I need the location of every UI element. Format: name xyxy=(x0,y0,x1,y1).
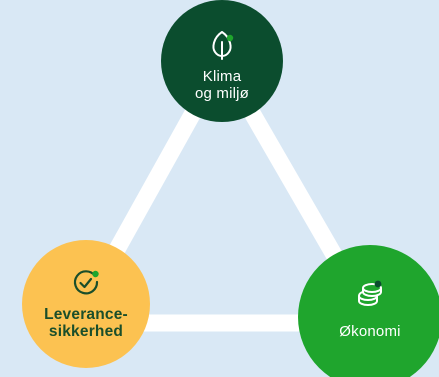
node-economy: Økonomi xyxy=(298,245,439,377)
check-circle-icon xyxy=(73,270,99,295)
node-supply-label-line2: sikkerhed xyxy=(48,323,124,340)
node-climate: Klima og miljø xyxy=(161,0,283,122)
node-supply: Leverance- sikkerhed xyxy=(22,240,150,368)
leaf-icon xyxy=(212,31,234,60)
node-economy-label: Økonomi xyxy=(339,322,401,340)
node-supply-label-line1: Leverance- xyxy=(44,306,128,323)
node-climate-label-line2: og miljø xyxy=(194,85,250,102)
node-climate-label-line1: Klima xyxy=(202,68,242,85)
coins-icon xyxy=(358,280,382,306)
